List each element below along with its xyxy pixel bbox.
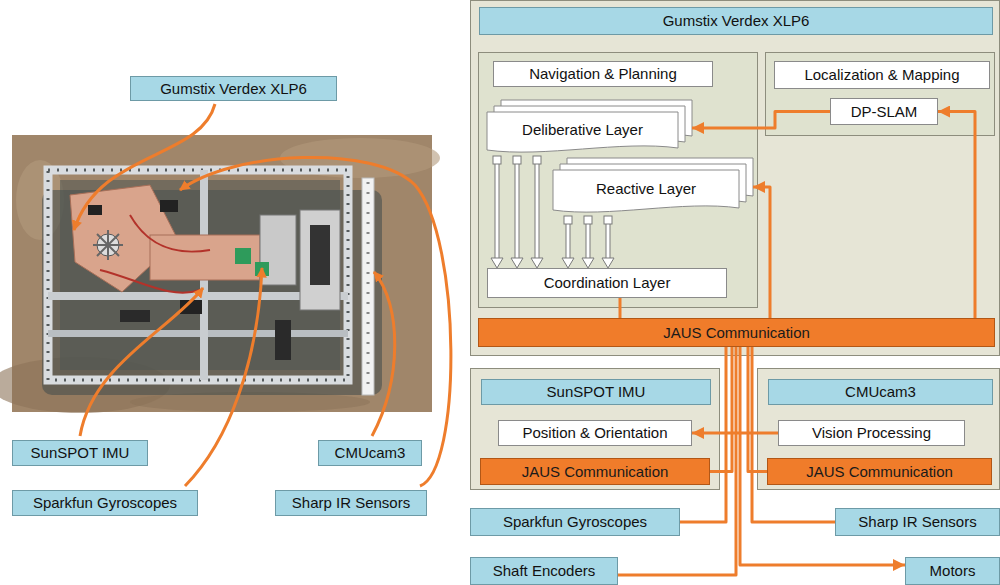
stack-card [553, 170, 739, 212]
node-label: Reactive Layer [596, 180, 696, 198]
label-box: Shaft Encoders [470, 557, 618, 585]
node-label: Motors [930, 562, 976, 580]
node-label: JAUS Communication [663, 324, 810, 342]
node-label: DP-SLAM [851, 103, 918, 121]
module-panel: CMUcam3Vision ProcessingJAUS Communicati… [757, 368, 1000, 490]
circuit-boards [120, 310, 150, 322]
label-box: SunSPOT IMU [12, 440, 148, 466]
node-label: SunSPOT IMU [31, 444, 130, 462]
module-panel: Localization & MappingDP-SLAM [765, 52, 995, 136]
label-box: Motors [905, 557, 1000, 585]
label-box: CMUcam3 [318, 440, 422, 466]
module-panel: Gumstix Verdex XLP6Navigation & Planning… [470, 0, 1000, 356]
bus-bar: JAUS Communication [478, 318, 995, 347]
label-box: Sparkfun Gyroscopes [12, 490, 198, 516]
circuit-boards [150, 235, 260, 280]
module-panel: SunSPOT IMU Position & OrientationJAUS Co… [470, 368, 720, 490]
node-label: Gumstix Verdex XLP6 [160, 80, 307, 98]
robot-chassis [367, 182, 370, 392]
label-box: Sharp IR Sensors [275, 490, 427, 516]
label-box: Sparkfun Gyroscopes [470, 508, 680, 536]
panel-heading: Navigation & Planning [493, 61, 713, 87]
leader-line [74, 104, 215, 230]
process-box: Vision Processing [778, 420, 965, 446]
node-label: Deliberative Layer [522, 121, 643, 139]
node-label: JAUS Communication [522, 463, 669, 481]
process-box: DP-SLAM [830, 98, 938, 125]
label-box: Gumstix Verdex XLP6 [130, 76, 337, 101]
node-label: Shaft Encoders [493, 562, 596, 580]
node-label: Sparkfun Gyroscopes [503, 513, 647, 531]
robot-chassis [48, 170, 348, 380]
process-box: Position & Orientation [498, 420, 692, 446]
node-label: Sparkfun Gyroscopes [33, 494, 177, 512]
layer-stack: Deliberative Layer [487, 100, 692, 152]
circuit-boards [88, 205, 102, 215]
circuit-boards [275, 320, 291, 360]
node-label: Sharp IR Sensors [858, 513, 976, 531]
robot-chassis [362, 178, 374, 395]
robot-chassis [310, 225, 330, 285]
panel-heading: Localization & Mapping [774, 61, 990, 89]
circuit-boards [160, 200, 178, 212]
leader-line [185, 268, 262, 486]
leader-line [74, 104, 451, 486]
robot-chassis [48, 170, 348, 380]
node-label: Vision Processing [812, 424, 931, 442]
circuit-boards [93, 230, 123, 260]
node-label: Coordination Layer [544, 274, 671, 292]
module-panel: Navigation & PlanningDeliberative LayerR… [478, 52, 758, 308]
circuit-boards [235, 248, 251, 264]
node-label: CMUcam3 [335, 444, 406, 462]
process-box: Coordination Layer [487, 268, 727, 298]
bus-bar: JAUS Communication [767, 458, 992, 485]
panel-heading: SunSPOT IMU [481, 379, 711, 405]
leader-line [180, 157, 451, 486]
robot-chassis [48, 170, 374, 395]
leader-line [372, 272, 395, 436]
label-box: Sharp IR Sensors [835, 508, 1000, 536]
panel-heading: Gumstix Verdex XLP6 [479, 7, 993, 35]
robot-chassis [48, 330, 348, 337]
panel-heading: CMUcam3 [768, 379, 993, 405]
node-label: Position & Orientation [522, 424, 667, 442]
node-label: JAUS Communication [806, 463, 953, 481]
stack-card [487, 112, 678, 152]
layer-stack: Reactive Layer [553, 158, 753, 212]
leader-line [80, 288, 203, 436]
circuit-boards [100, 215, 210, 293]
bus-bar: JAUS Communication [480, 458, 710, 485]
node-label: Sharp IR Sensors [292, 494, 410, 512]
robot-chassis [300, 210, 340, 310]
